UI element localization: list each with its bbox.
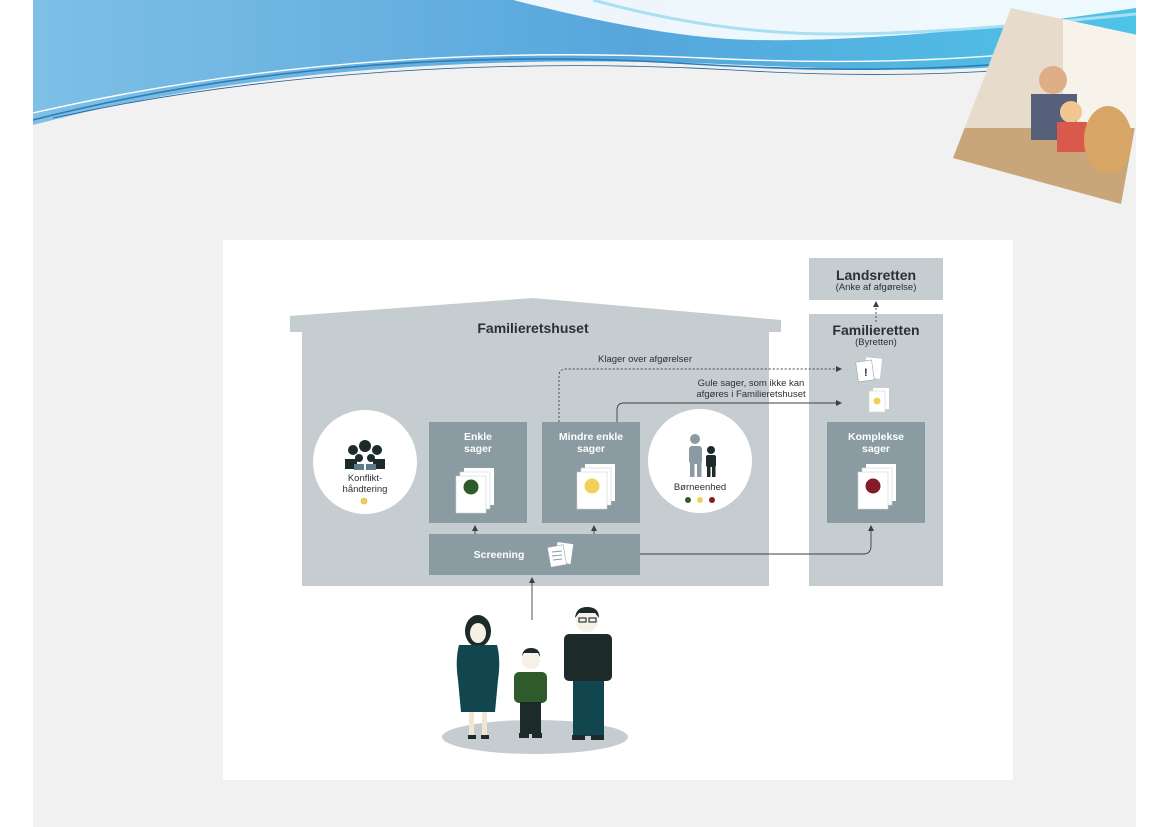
konflikthaandtering-circle (313, 410, 417, 514)
screening-box (429, 534, 640, 575)
mindre-label-line1: Mindre enkle (558, 431, 624, 443)
mindre-label-line2: sager (576, 443, 606, 455)
high-court-subtitle: (Anke af afgørelse) (835, 282, 917, 293)
yellow-cases-note-line1: Gule sager, som ikke kan (697, 378, 805, 389)
arrow-complaints-to-court (558, 366, 842, 422)
enkle-label-line2: sager (463, 443, 493, 455)
diagram-graphics: ! (290, 258, 943, 754)
house-title: Familieretshuset (477, 320, 589, 336)
family-court-diagram: ! (223, 240, 1013, 780)
complaints-note: Klager over afgørelser (598, 354, 692, 365)
court-title: Familieretten (832, 322, 920, 338)
komplekse-label-line1: Komplekse (847, 431, 905, 443)
slide: ! (33, 0, 1136, 827)
family-figures-icon (442, 607, 628, 754)
complaint-documents-icon: ! (855, 357, 883, 383)
house-panel (290, 298, 781, 586)
konflikt-label-line2: håndtering (342, 484, 388, 495)
photo-family-icon (953, 8, 1136, 204)
court-subtitle: (Byretten) (855, 337, 897, 348)
screening-label: Screening (473, 549, 525, 561)
yellow-case-documents-icon (868, 388, 889, 413)
high-court-title: Landsretten (835, 267, 917, 283)
high-court-panel (809, 258, 943, 300)
parent-child-icon (689, 434, 716, 477)
people-group-icon (345, 440, 385, 470)
document-stack-icon (455, 468, 494, 514)
documents-icon (547, 541, 574, 568)
header-wave-decoration (33, 0, 1136, 125)
yellow-cases-note-line2: afgøres i Familieretshuset (696, 389, 806, 400)
enkle-label-line1: Enkle (463, 431, 492, 443)
komplekse-label-line2: sager (861, 443, 891, 455)
arrow-screening-to-komplekse (640, 525, 874, 555)
svg-text:!: ! (864, 367, 868, 379)
document-stack-icon (576, 464, 615, 510)
boerneenhed-label: Børneenhed (673, 482, 727, 493)
arrow-mindre-to-court (616, 400, 842, 422)
document-stack-icon (857, 464, 896, 510)
konflikt-label-line1: Konflikt- (347, 473, 383, 484)
